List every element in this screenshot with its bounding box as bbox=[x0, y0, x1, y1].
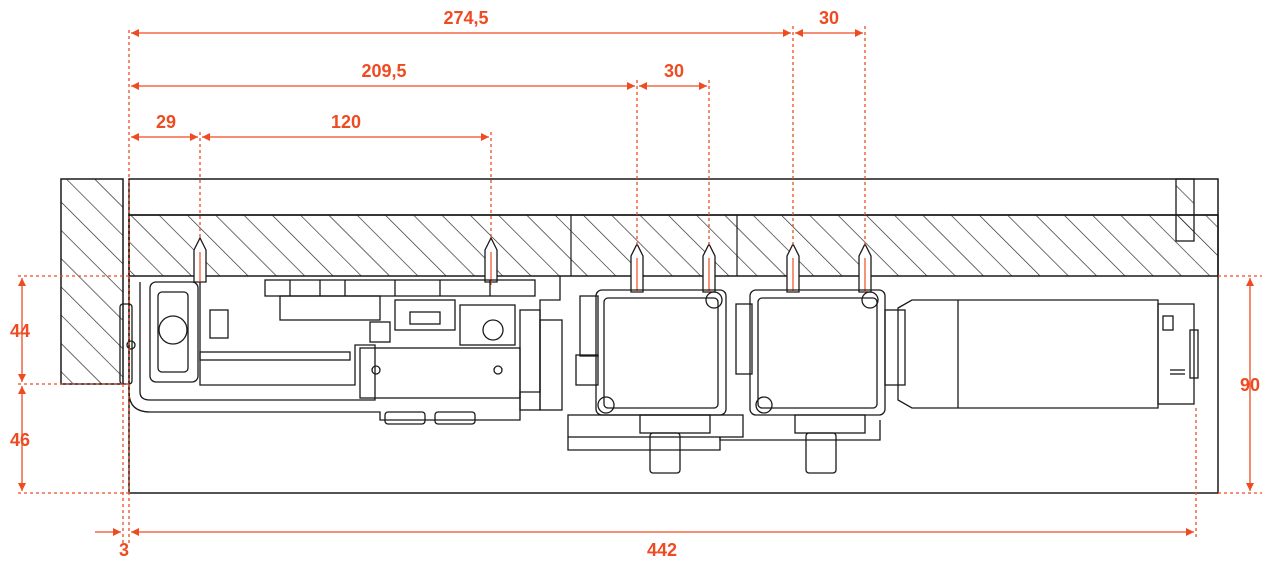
screw-5 bbox=[786, 242, 800, 293]
dimension-labels: 274,5 30 209,5 30 29 120 44 46 90 3 442 bbox=[10, 8, 1260, 560]
screw-2 bbox=[484, 236, 498, 285]
mounting-plate bbox=[128, 178, 1219, 277]
dim-label-274-5: 274,5 bbox=[443, 8, 488, 28]
dimension-lines bbox=[18, 26, 1262, 545]
screw-1 bbox=[193, 236, 207, 285]
dim-label-46: 46 bbox=[10, 430, 30, 450]
drive-mechanism bbox=[119, 276, 563, 425]
mounting-screws bbox=[193, 236, 872, 293]
electric-motor bbox=[897, 299, 1199, 409]
dim-label-90: 90 bbox=[1240, 375, 1260, 395]
screw-4 bbox=[702, 242, 716, 293]
dim-label-442: 442 bbox=[647, 540, 677, 560]
motor-module-1 bbox=[567, 289, 744, 474]
dim-label-120: 120 bbox=[331, 112, 361, 132]
motor-module-2 bbox=[719, 289, 906, 474]
screw-3 bbox=[630, 242, 644, 293]
dim-label-30-top: 30 bbox=[819, 8, 839, 28]
dim-label-209-5: 209,5 bbox=[361, 61, 406, 81]
dim-label-44: 44 bbox=[10, 321, 30, 341]
dim-label-29: 29 bbox=[156, 112, 176, 132]
dim-label-30-mid: 30 bbox=[664, 61, 684, 81]
dim-label-3: 3 bbox=[119, 540, 129, 560]
screw-6 bbox=[858, 242, 872, 293]
wall-section bbox=[60, 178, 124, 385]
